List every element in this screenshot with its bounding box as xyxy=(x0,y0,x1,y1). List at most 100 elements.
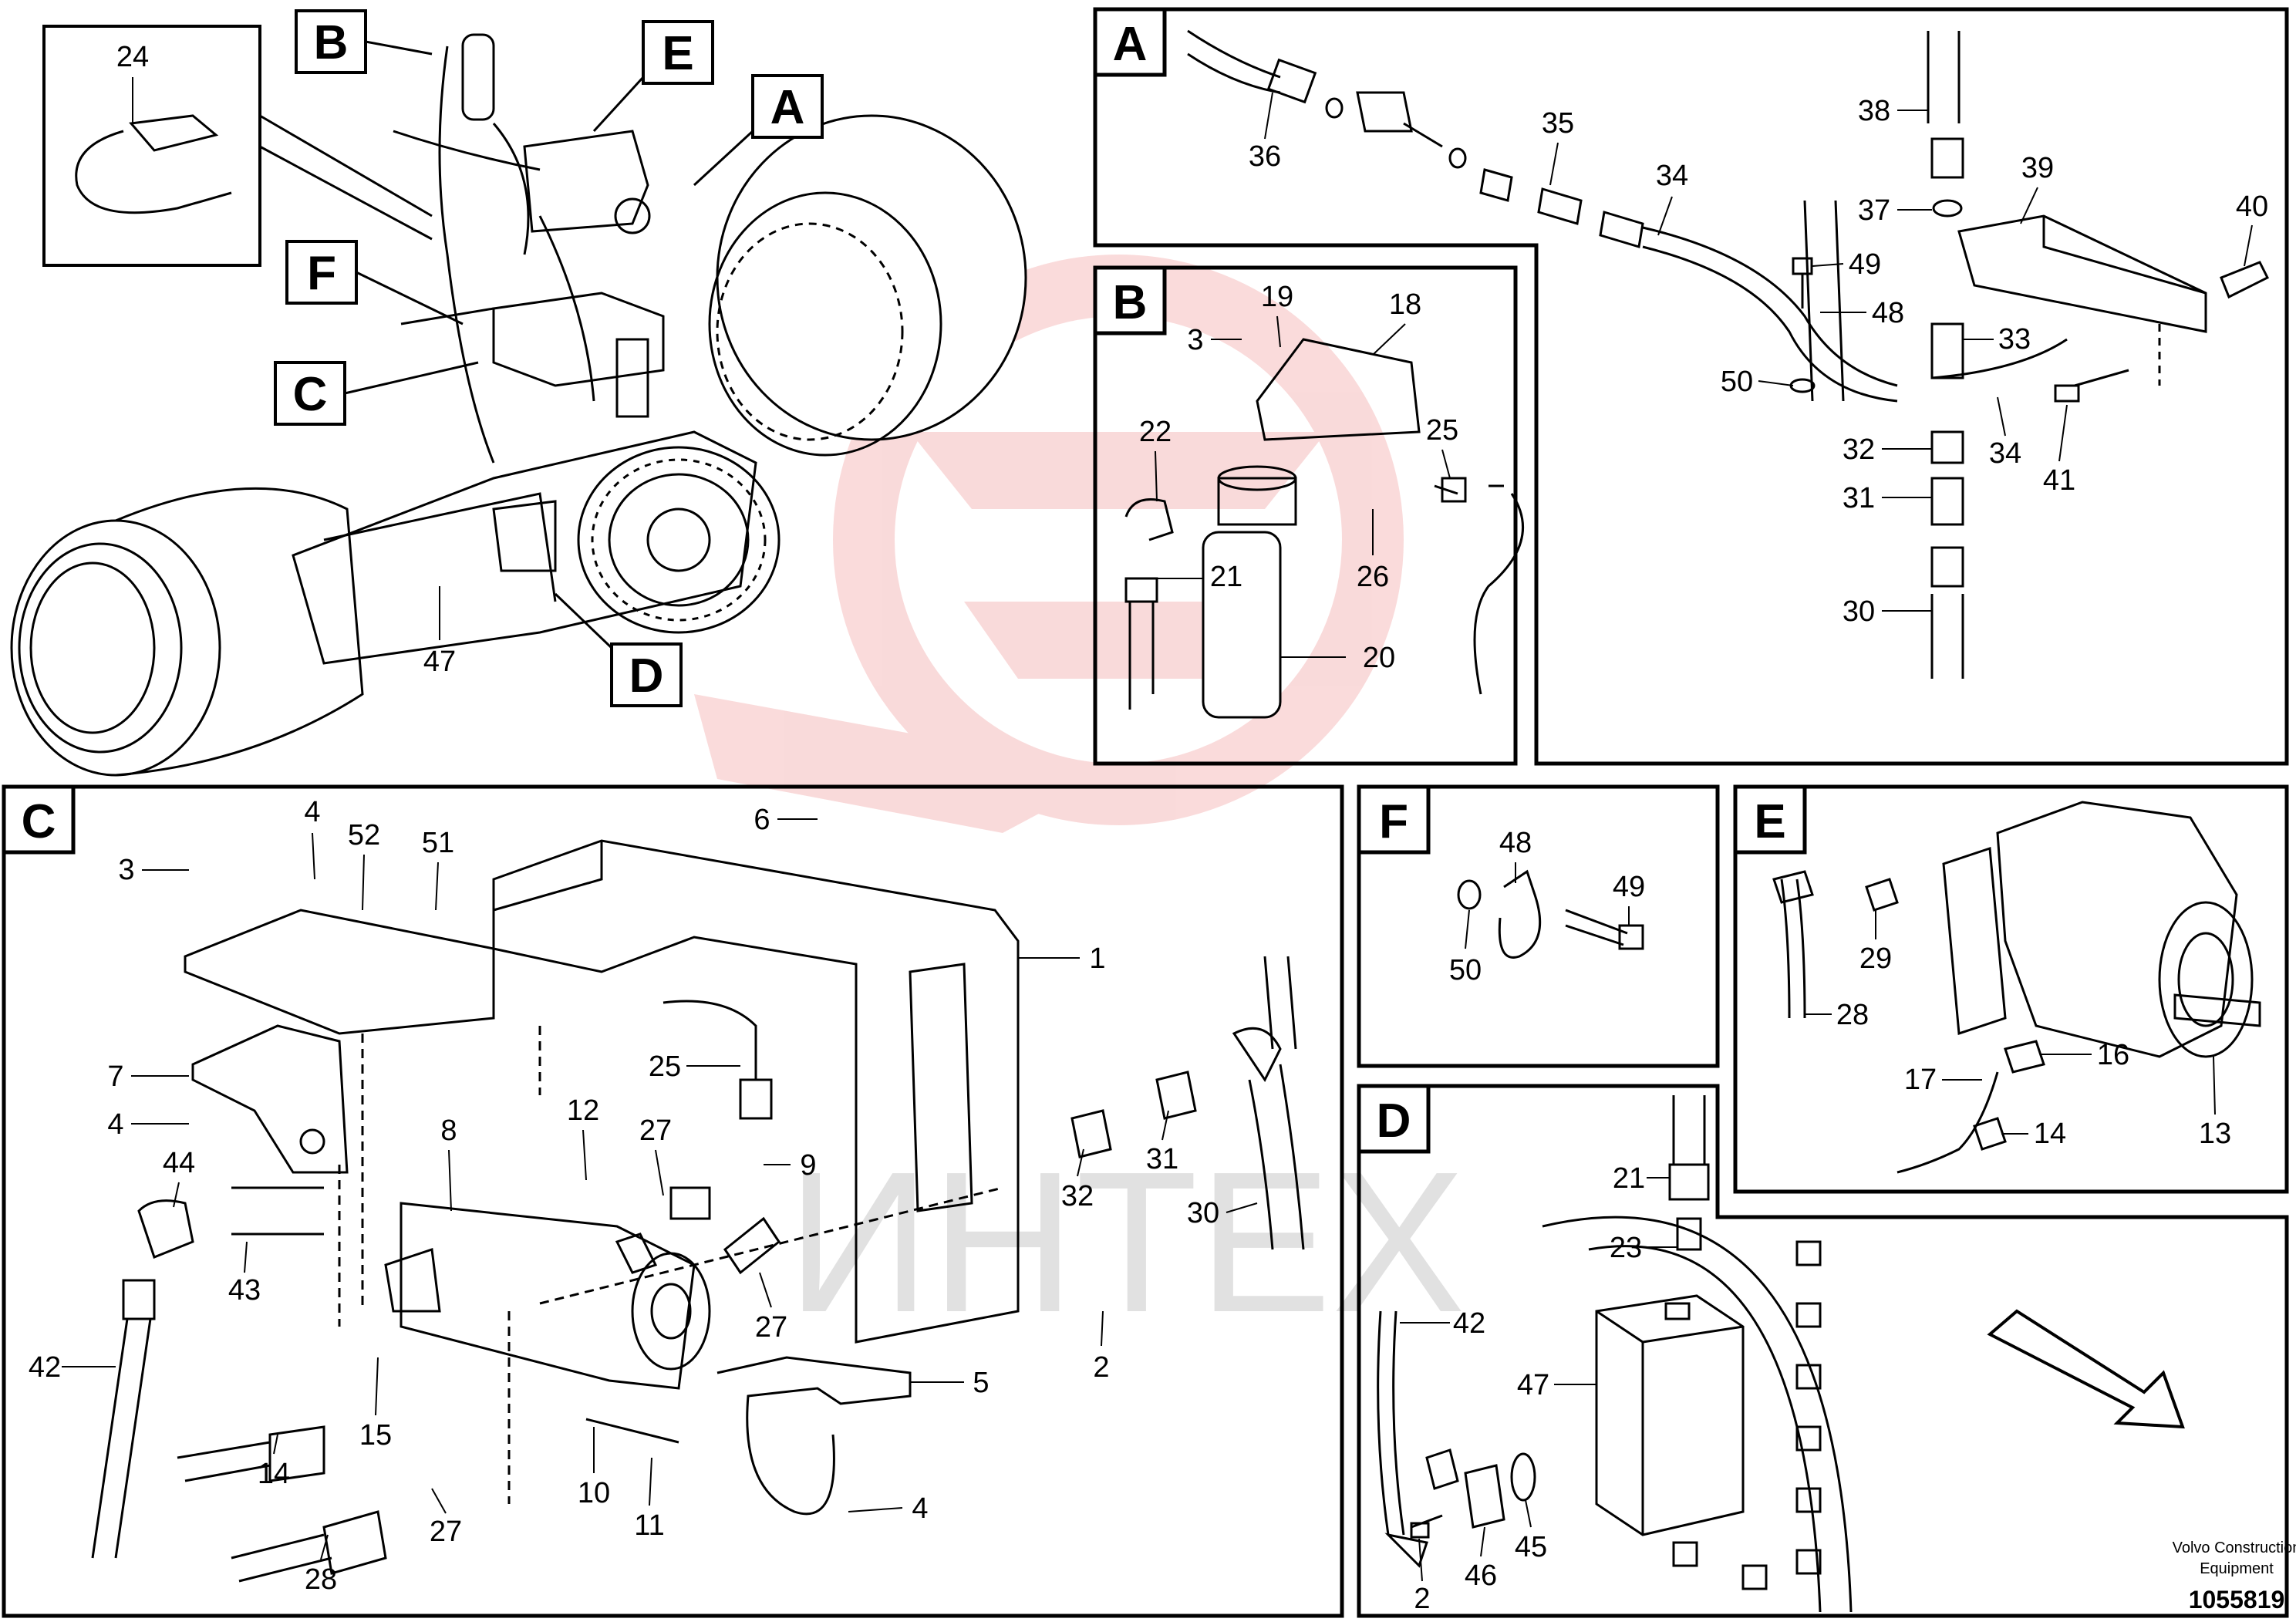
svg-text:16: 16 xyxy=(2097,1039,2129,1071)
svg-text:50: 50 xyxy=(1449,954,1482,986)
svg-text:11: 11 xyxy=(634,1509,664,1542)
svg-text:14: 14 xyxy=(2034,1118,2066,1150)
svg-text:2: 2 xyxy=(1414,1583,1430,1615)
svg-text:17: 17 xyxy=(1904,1064,1937,1096)
svg-text:27: 27 xyxy=(639,1114,672,1147)
panel-A-letter: A xyxy=(1113,18,1148,71)
svg-text:22: 22 xyxy=(1139,416,1172,448)
svg-text:32: 32 xyxy=(1843,433,1875,466)
svg-text:26: 26 xyxy=(1357,561,1389,593)
panel-D-letter: D xyxy=(1377,1094,1411,1148)
svg-text:36: 36 xyxy=(1249,140,1281,173)
svg-text:31: 31 xyxy=(1843,482,1875,514)
svg-text:52: 52 xyxy=(348,819,380,851)
overview-label-D: D xyxy=(554,592,683,707)
flange-bolts xyxy=(1672,1240,1822,1590)
panel-A-parts xyxy=(1187,29,2270,679)
svg-text:47: 47 xyxy=(1517,1369,1549,1401)
svg-text:30: 30 xyxy=(1843,595,1875,628)
panel-D-frame xyxy=(1357,1084,2289,1618)
svg-text:B: B xyxy=(314,16,349,69)
panel-A-callouts: 36 35 34 38 39 37 40 49 48 33 50 32 34 4… xyxy=(1249,92,2268,628)
svg-text:5: 5 xyxy=(973,1367,989,1399)
overview-inset-box xyxy=(42,25,261,267)
svg-text:21: 21 xyxy=(1210,561,1242,593)
svg-text:F: F xyxy=(307,247,336,300)
svg-text:44: 44 xyxy=(163,1147,195,1179)
svg-text:49: 49 xyxy=(1849,248,1881,281)
svg-text:28: 28 xyxy=(305,1563,337,1596)
svg-text:30: 30 xyxy=(1187,1197,1219,1229)
svg-text:7: 7 xyxy=(107,1061,123,1093)
svg-text:48: 48 xyxy=(1872,297,1904,329)
svg-text:35: 35 xyxy=(1542,107,1574,140)
overview-assembly xyxy=(10,33,1027,777)
svg-text:9: 9 xyxy=(800,1149,816,1182)
svg-text:3: 3 xyxy=(1187,324,1203,356)
svg-text:25: 25 xyxy=(1426,414,1458,447)
panel-E-parts xyxy=(1772,801,2261,1174)
svg-text:49: 49 xyxy=(1613,871,1645,903)
svg-text:2: 2 xyxy=(1093,1351,1109,1384)
panel-B-frame xyxy=(1093,265,1518,766)
svg-text:4: 4 xyxy=(107,1108,123,1141)
overview-num-24: 24 xyxy=(116,41,149,73)
svg-text:39: 39 xyxy=(2021,152,2054,184)
svg-text:40: 40 xyxy=(2236,191,2268,223)
svg-text:10: 10 xyxy=(578,1477,610,1509)
overview-label-E: E xyxy=(592,20,714,133)
svg-text:A: A xyxy=(770,81,805,134)
svg-text:42: 42 xyxy=(1453,1307,1485,1340)
panel-F-letter: F xyxy=(1379,795,1408,848)
panel-D-parts xyxy=(1377,1095,1853,1613)
overview-label-A: A xyxy=(693,74,824,187)
svg-text:41: 41 xyxy=(2043,464,2075,497)
panel-B-callouts: 19 18 3 22 25 21 26 20 xyxy=(1139,281,1458,674)
svg-text:31: 31 xyxy=(1146,1143,1178,1175)
svg-text:25: 25 xyxy=(649,1050,681,1083)
panel-C-letter: C xyxy=(22,795,56,848)
direction-arrow-icon xyxy=(1987,1309,2185,1429)
svg-text:8: 8 xyxy=(440,1114,457,1147)
panel-B-letter: B xyxy=(1113,276,1148,329)
svg-text:37: 37 xyxy=(1858,194,1890,227)
svg-text:29: 29 xyxy=(1859,943,1892,975)
overview-num-47: 47 xyxy=(423,646,456,678)
footer-company-line2: Equipment xyxy=(2200,1560,2274,1577)
svg-text:18: 18 xyxy=(1389,288,1421,321)
svg-text:14: 14 xyxy=(258,1458,290,1490)
svg-text:32: 32 xyxy=(1061,1180,1094,1212)
svg-text:50: 50 xyxy=(1721,366,1753,398)
panel-C-parts xyxy=(91,839,1305,1583)
panel-E-frame xyxy=(1733,784,2289,1194)
panel-C-frame xyxy=(2,784,1344,1618)
svg-text:19: 19 xyxy=(1261,281,1293,313)
svg-text:D: D xyxy=(629,649,664,703)
svg-text:3: 3 xyxy=(118,854,134,886)
panel-E-letter: E xyxy=(1754,795,1785,848)
panel-C-callouts: 4 52 51 3 6 1 7 4 25 12 8 27 9 32 31 30 … xyxy=(29,796,1258,1596)
svg-text:33: 33 xyxy=(1998,323,2031,356)
svg-text:1: 1 xyxy=(1089,943,1105,975)
footer-company-line1: Volvo Construction xyxy=(2173,1539,2296,1556)
watermark-text: ИНТЕХ xyxy=(787,1131,1465,1354)
svg-text:46: 46 xyxy=(1465,1560,1497,1592)
svg-text:12: 12 xyxy=(567,1094,599,1127)
svg-text:20: 20 xyxy=(1363,642,1395,674)
svg-text:51: 51 xyxy=(422,827,454,859)
svg-text:48: 48 xyxy=(1499,827,1532,859)
svg-text:45: 45 xyxy=(1515,1531,1547,1563)
panel-B-parts xyxy=(1124,338,1524,719)
svg-text:4: 4 xyxy=(304,796,320,828)
svg-text:34: 34 xyxy=(1989,437,2021,470)
overview-label-C: C xyxy=(274,361,479,426)
svg-text:23: 23 xyxy=(1610,1232,1642,1264)
svg-text:42: 42 xyxy=(29,1351,61,1384)
svg-text:34: 34 xyxy=(1656,160,1688,192)
panel-F-callouts: 48 49 50 xyxy=(1449,827,1645,986)
svg-text:13: 13 xyxy=(2199,1118,2231,1150)
panel-F-frame xyxy=(1357,784,1720,1068)
svg-text:27: 27 xyxy=(755,1311,787,1344)
panel-D-callouts: 21 23 42 47 45 2 46 xyxy=(1400,1162,1677,1615)
